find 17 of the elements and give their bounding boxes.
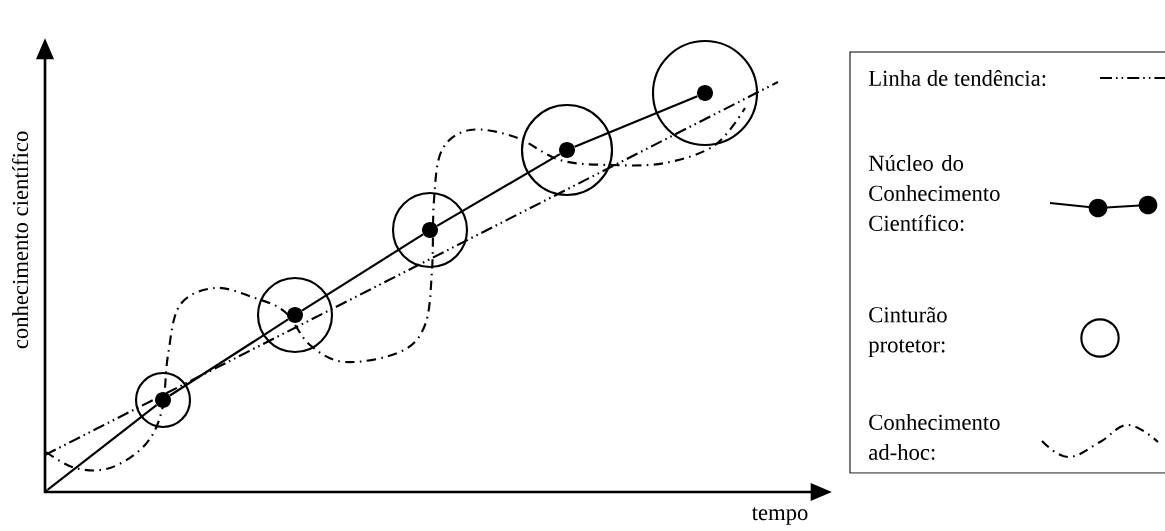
axis-label: tempo [751, 507, 808, 525]
axis-label: conhecimento científico [11, 131, 29, 349]
legend-label: Cinturão protetor: [868, 306, 947, 358]
legend-label: Linha de tendência: [868, 69, 1046, 87]
core-line [169, 318, 289, 397]
belt-circle [256, 276, 334, 354]
legend-label: Conhecimento ad-hoc: [869, 413, 1000, 460]
core-line [301, 233, 424, 312]
core-line [574, 95, 698, 148]
belt-circle [651, 39, 759, 147]
core-line [47, 404, 158, 491]
belt-circle [520, 103, 614, 197]
belt-circle [391, 191, 469, 269]
core-line [436, 153, 561, 227]
origin-point [44, 489, 48, 493]
belt-circle [134, 371, 192, 429]
legend-label: Núcleo do Conhecimento Científico: [868, 154, 1000, 232]
